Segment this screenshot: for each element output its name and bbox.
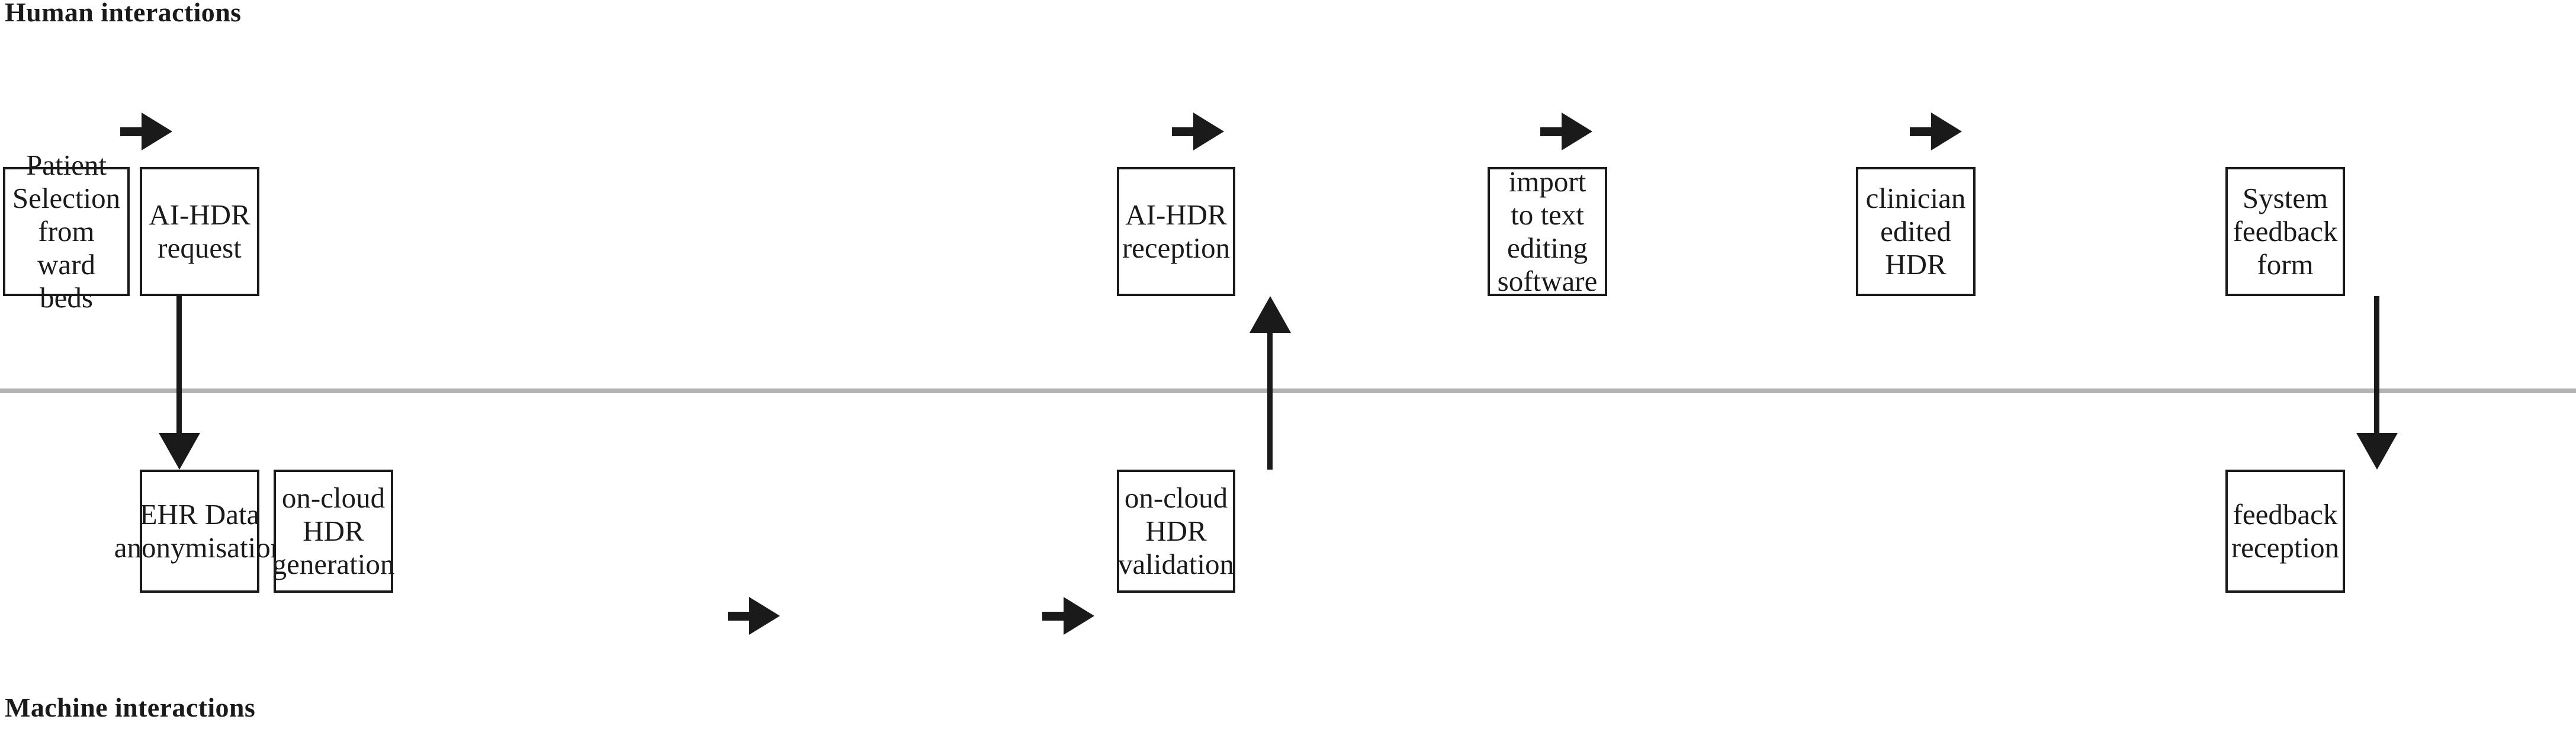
arrow-head bbox=[1064, 597, 1094, 635]
arrow-shaft bbox=[1540, 127, 1565, 136]
node-ai-hdr-request[interactable]: AI-HDR request bbox=[140, 167, 259, 296]
node-oncloud-hdr-generation[interactable]: on-cloud HDR generation bbox=[272, 470, 395, 593]
arrow-patient-to-request-icon bbox=[120, 113, 174, 150]
arrow-head bbox=[1193, 113, 1224, 150]
node-label: import to text editing software bbox=[1497, 165, 1598, 297]
arrow-generate-to-validate-icon bbox=[1042, 597, 1096, 635]
node-import-text-editor[interactable]: import to text editing software bbox=[1488, 165, 1607, 297]
arrow-head bbox=[2356, 433, 2398, 470]
arrow-clinician-to-feedback-icon bbox=[1910, 113, 1963, 150]
arrow-validation-to-reception-icon bbox=[1250, 296, 1291, 470]
arrow-reception-to-import-icon bbox=[1172, 113, 1225, 150]
node-label: feedback reception bbox=[2231, 498, 2340, 564]
arrow-shaft bbox=[176, 296, 182, 435]
arrow-head bbox=[749, 597, 780, 635]
node-ehr-anonymisation[interactable]: EHR Data anonymisation bbox=[114, 470, 285, 593]
lane-divider bbox=[0, 388, 2576, 393]
lane-label-human-interactions: Human interactions bbox=[5, 0, 242, 27]
arrow-shaft bbox=[728, 612, 753, 621]
node-label: on-cloud HDR validation bbox=[1118, 481, 1234, 580]
node-label: on-cloud HDR generation bbox=[272, 481, 395, 580]
node-label: EHR Data anonymisation bbox=[114, 498, 285, 564]
node-patient-selection[interactable]: Patient Selection from ward beds bbox=[3, 149, 130, 314]
arrow-request-to-anonymisation-icon bbox=[159, 296, 200, 470]
node-label: Patient Selection from ward beds bbox=[12, 149, 121, 314]
node-label: System feedback form bbox=[2233, 182, 2338, 281]
node-feedback-reception[interactable]: feedback reception bbox=[2225, 470, 2345, 593]
arrow-shaft bbox=[120, 127, 145, 136]
arrow-head bbox=[142, 113, 172, 150]
lane-label-machine-interactions: Machine interactions bbox=[5, 692, 256, 722]
node-label: clinician edited HDR bbox=[1865, 182, 1966, 281]
node-oncloud-hdr-validation[interactable]: on-cloud HDR validation bbox=[1117, 470, 1235, 593]
arrow-head bbox=[1931, 113, 1962, 150]
arrow-head bbox=[1562, 113, 1592, 150]
arrow-head bbox=[1250, 296, 1291, 333]
arrow-shaft bbox=[1910, 127, 1935, 136]
arrow-shaft bbox=[2374, 296, 2379, 435]
arrow-shaft bbox=[1042, 612, 1067, 621]
node-clinician-edited-hdr[interactable]: clinician edited HDR bbox=[1856, 167, 1976, 296]
arrow-feedbackform-to-reception-icon bbox=[2356, 296, 2398, 470]
node-label: AI-HDR reception bbox=[1122, 198, 1231, 264]
arrow-anonymise-to-generate-icon bbox=[728, 597, 781, 635]
arrow-shaft bbox=[1267, 330, 1273, 470]
node-ai-hdr-reception[interactable]: AI-HDR reception bbox=[1117, 167, 1235, 296]
node-label: AI-HDR request bbox=[149, 198, 250, 264]
arrow-import-to-clinician-icon bbox=[1540, 113, 1594, 150]
node-system-feedback-form[interactable]: System feedback form bbox=[2225, 167, 2345, 296]
arrow-shaft bbox=[1172, 127, 1197, 136]
arrow-head bbox=[159, 433, 200, 470]
